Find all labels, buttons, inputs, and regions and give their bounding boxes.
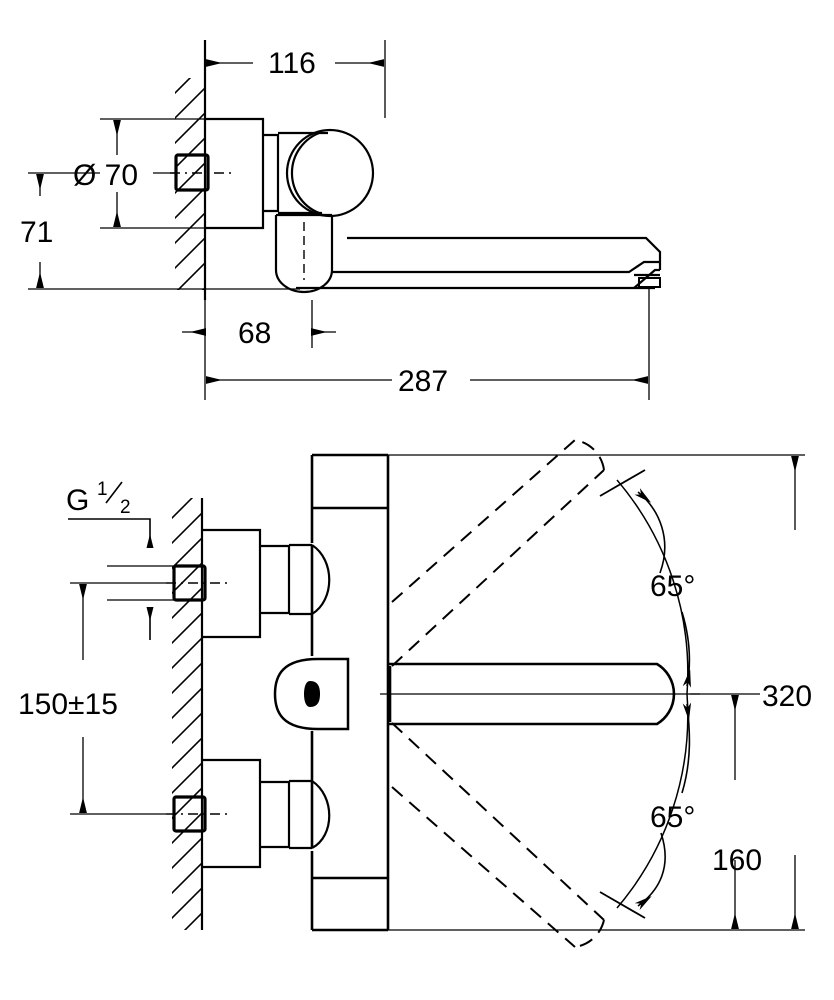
dimension-116: 116 — [204, 40, 386, 120]
lever-slot-icon — [304, 681, 320, 707]
top-view-group: 116 Ø 70 71 — [20, 40, 662, 400]
angle-arc-lower — [616, 693, 689, 909]
valve-body-plan — [310, 453, 390, 932]
dimension-160: 160 — [690, 693, 762, 929]
lever-handle-plan — [273, 657, 350, 731]
dimension-287-label: 287 — [398, 365, 448, 398]
dimension-68: 68 — [182, 300, 336, 350]
dimension-diameter-70: Ø 70 — [73, 118, 206, 229]
wall-section-top — [175, 40, 207, 300]
dimension-65deg-lower-label: 65° — [650, 801, 695, 834]
escutcheon-lower — [202, 758, 331, 869]
dimension-160-label: 160 — [712, 844, 762, 877]
faucet-body-top — [205, 117, 265, 230]
spout-arm-top — [296, 236, 662, 290]
spout-swing-upper-dashed — [391, 439, 605, 667]
dimension-65deg-upper: 65° — [634, 488, 695, 688]
spout-swing-lower-dashed — [391, 722, 605, 948]
dimension-320: 320 — [388, 454, 812, 931]
dimension-65deg-lower: 65° — [634, 702, 695, 910]
dimension-320-label: 320 — [762, 680, 812, 713]
dimension-68-label: 68 — [238, 317, 271, 350]
dimension-diameter-70-label: Ø 70 — [73, 159, 138, 192]
dimension-150pm15-label: 150±15 — [18, 688, 118, 721]
valve-body-cap-lines — [312, 506, 388, 880]
callout-g-numerator: 1 — [97, 479, 108, 500]
dimension-71: 71 — [20, 172, 300, 290]
escutcheon-upper — [202, 528, 331, 639]
wall-section-bottom — [172, 498, 204, 930]
dimension-71-label: 71 — [20, 216, 53, 249]
dimension-150pm15: 150±15 — [18, 582, 166, 815]
callout-g-half: G 1 2 — [66, 479, 176, 640]
angle-arc-upper — [616, 479, 689, 695]
dimension-287: 287 — [204, 340, 650, 400]
callout-g-letter: G — [66, 484, 89, 517]
handle-knob-top — [285, 128, 375, 218]
aerator-outlet-top — [638, 277, 661, 288]
dimension-65deg-upper-label: 65° — [650, 570, 695, 603]
angle-tick-marks — [599, 469, 646, 919]
swivel-joint-top — [274, 213, 334, 294]
lever-housing-top — [263, 131, 328, 215]
dimension-116-label: 116 — [268, 47, 316, 80]
callout-g-denominator: 2 — [120, 497, 131, 518]
bottom-view-group: 65° 65° G 1 2 — [18, 439, 812, 948]
